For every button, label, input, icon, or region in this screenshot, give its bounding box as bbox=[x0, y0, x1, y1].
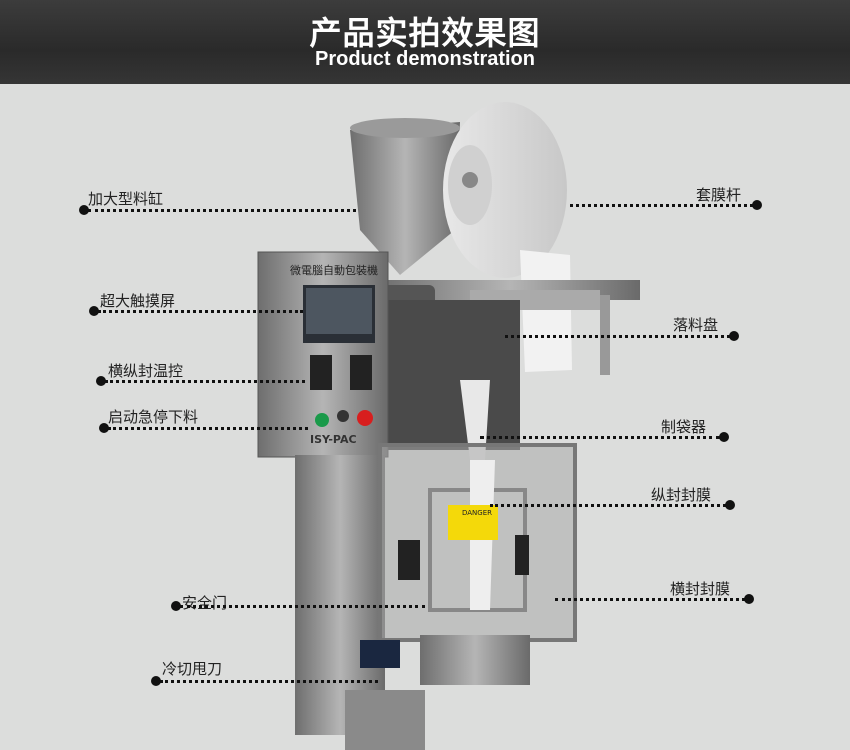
callout-dot bbox=[744, 594, 754, 604]
motor bbox=[360, 640, 400, 668]
callout-dot bbox=[729, 331, 739, 341]
leader-line bbox=[480, 436, 720, 439]
callout-cutter: 冷切甩刀 bbox=[162, 660, 223, 678]
page-subtitle: Product demonstration bbox=[314, 48, 535, 70]
leader-line bbox=[108, 427, 308, 430]
panel-name-marking: 微電腦自動包裝機 bbox=[290, 263, 378, 277]
leader-line bbox=[180, 605, 425, 608]
callout-dot bbox=[79, 205, 89, 215]
callout-dot bbox=[96, 376, 106, 386]
callout-vertical-seal: 纵封封膜 bbox=[651, 486, 712, 504]
page-title: 产品实拍效果图 bbox=[309, 14, 541, 52]
svg-text:DANGER: DANGER bbox=[462, 509, 492, 517]
danger-sticker bbox=[448, 505, 498, 540]
leader-line bbox=[98, 310, 303, 313]
callout-bag-former: 制袋器 bbox=[661, 418, 707, 436]
callout-dot bbox=[171, 601, 181, 611]
leader-line bbox=[555, 598, 745, 601]
callout-film-rod: 套膜杆 bbox=[696, 186, 742, 204]
callout-horizontal-seal: 横封封膜 bbox=[670, 580, 731, 598]
callout-dot bbox=[89, 306, 99, 316]
leader-line bbox=[505, 335, 730, 338]
leader-line bbox=[88, 209, 356, 212]
callout-start-stop: 启动急停下料 bbox=[108, 408, 199, 426]
callout-dot bbox=[752, 200, 762, 210]
callout-material-tray: 落料盘 bbox=[673, 316, 719, 334]
callout-dot bbox=[151, 676, 161, 686]
brand-marking: ISY-PAC bbox=[310, 433, 357, 446]
leader-line bbox=[570, 204, 753, 207]
hopper bbox=[350, 122, 460, 275]
callout-safety-door: 安全门 bbox=[182, 594, 228, 612]
leader-line bbox=[105, 380, 305, 383]
callout-temp-control: 横纵封温控 bbox=[108, 362, 184, 380]
leader-line bbox=[490, 504, 726, 507]
leader-line bbox=[160, 680, 378, 683]
callout-dot bbox=[719, 432, 729, 442]
callout-touch-screen: 超大触摸屏 bbox=[100, 292, 176, 310]
callout-dot bbox=[99, 423, 109, 433]
header-banner: 产品实拍效果图 Product demonstration bbox=[0, 0, 850, 84]
callout-hopper: 加大型料缸 bbox=[88, 190, 164, 208]
callout-dot bbox=[725, 500, 735, 510]
